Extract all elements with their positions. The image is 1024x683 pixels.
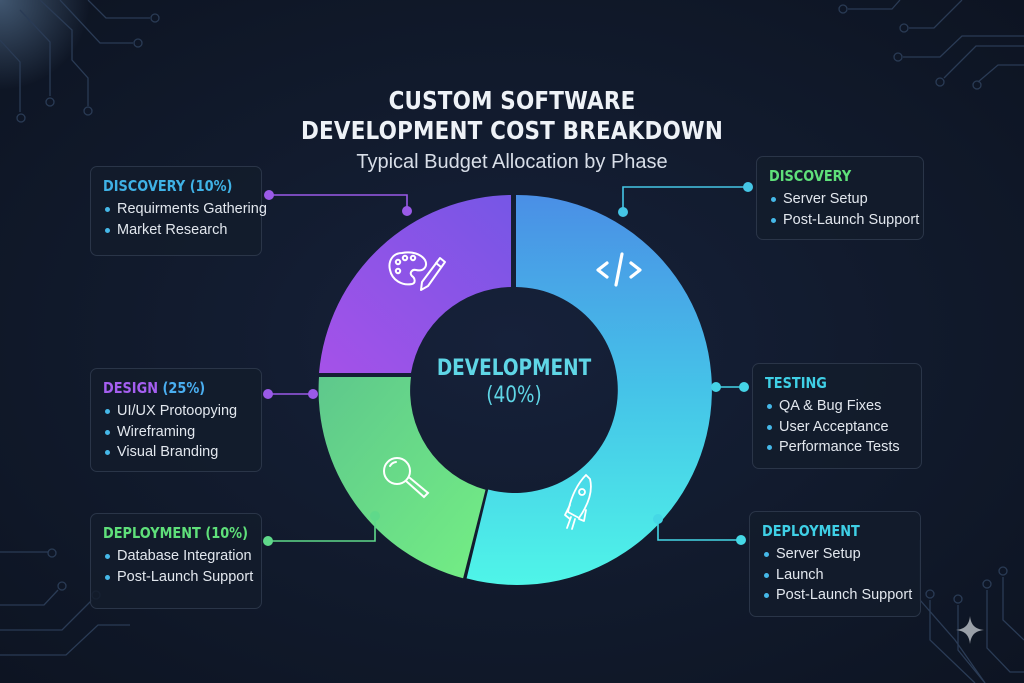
segment-research — [318, 377, 486, 579]
card-discovery-right: DISCOVERY Server Setup Post-Launch Suppo… — [756, 156, 924, 240]
list-item: Database Integration — [103, 546, 252, 567]
list-item: Post-Launch Support — [762, 585, 912, 606]
list-item: UI/UX Protoopying — [103, 401, 249, 422]
card-title: DISCOVERY — [769, 167, 852, 185]
card-deployment-right: DEPLOYMENT Server Setup Launch Post-Laun… — [749, 511, 921, 617]
list-item: QA & Bug Fixes — [765, 396, 909, 417]
list-item: User Acceptance — [765, 417, 909, 438]
card-list: Database Integration Post-Launch Support — [103, 546, 253, 588]
list-item: Market Research — [103, 220, 249, 241]
magnifier-icon — [383, 457, 430, 499]
list-item: Visual Branding — [103, 442, 249, 463]
card-design: DESIGN (25%) UI/UX Protoopying Wireframi… — [90, 368, 262, 472]
card-list: UI/UX Protoopying Wireframing Visual Bra… — [103, 401, 249, 463]
card-title-percent: (25%) — [157, 379, 206, 397]
card-title: DEPLOYMENT — [762, 522, 860, 540]
header: CUSTOM SOFTWARE DEVELOPMENT COST BREAKDO… — [0, 86, 1024, 176]
card-list: Server Setup Post-Launch Support — [769, 189, 919, 231]
list-item: Server Setup — [762, 544, 908, 565]
center-label-title: DEVELOPMENT — [436, 356, 592, 381]
sparkle-icon — [956, 616, 984, 644]
card-discovery-left: DISCOVERY (10%) Requirments Gathering Ma… — [90, 166, 267, 256]
list-item: Post-Launch Support — [769, 210, 919, 231]
card-title: TESTING — [765, 374, 827, 392]
title-line-2: DEVELOPMENT COST BREAKDOWN — [301, 116, 723, 145]
segment-development — [466, 194, 712, 585]
subtitle: Typical Budget Allocation by Phase — [356, 151, 668, 173]
list-item: Performance Tests — [765, 437, 909, 458]
card-title: DISCOVERY (10%) — [103, 177, 233, 195]
card-list: Server Setup Launch Post-Launch Support — [762, 544, 912, 606]
segment-design — [319, 195, 511, 373]
list-item: Post-Launch Support — [103, 567, 253, 588]
card-testing: TESTING QA & Bug Fixes User Acceptance P… — [752, 363, 922, 469]
card-title: DEPLOYMENT (10%) — [103, 524, 248, 542]
center-label-percent: (40%) — [486, 383, 542, 408]
list-item: Launch — [762, 565, 908, 586]
list-item: Requirments Gathering — [103, 199, 267, 220]
rocket-icon — [564, 474, 592, 530]
title-line-1: CUSTOM SOFTWARE — [388, 86, 636, 115]
card-list: QA & Bug Fixes User Acceptance Performan… — [765, 396, 909, 458]
code-icon — [596, 252, 642, 287]
palette-pencil-icon — [388, 251, 446, 291]
card-list: Requirments Gathering Market Research — [103, 199, 267, 241]
card-title: DESIGN (25%) — [103, 379, 229, 397]
center-label: DEVELOPMENT (40%) — [414, 355, 614, 409]
list-item: Wireframing — [103, 422, 249, 443]
list-item: Server Setup — [769, 189, 911, 210]
card-title-main: DESIGN — [103, 379, 158, 397]
card-deployment-left: DEPLOYMENT (10%) Database Integration Po… — [90, 513, 262, 609]
